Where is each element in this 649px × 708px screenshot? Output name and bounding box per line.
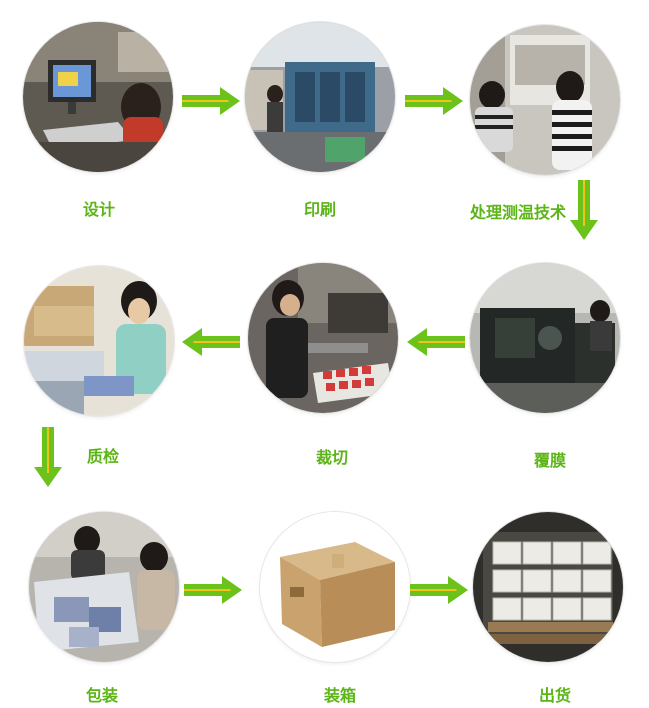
- laminating-photo: [470, 263, 620, 413]
- quality-inspection-photo: [24, 266, 174, 416]
- left-arrow-icon: [180, 327, 240, 357]
- step-label: 覆膜: [533, 451, 566, 470]
- down-arrow-icon: [569, 180, 599, 242]
- printing-photo: [245, 22, 395, 172]
- right-arrow-icon: [409, 575, 471, 605]
- boxing-photo: [260, 512, 410, 662]
- design-photo: [23, 22, 173, 172]
- cutting-photo: [248, 263, 398, 413]
- step-label: 处理测温技术: [469, 203, 566, 222]
- step-label: 设计: [82, 200, 115, 219]
- step-label: 质检: [86, 447, 119, 466]
- step-label: 裁切: [315, 448, 348, 467]
- step-label: 印刷: [303, 200, 336, 219]
- packaging-photo: [29, 512, 179, 662]
- step-label: 装箱: [323, 686, 356, 705]
- left-arrow-icon: [404, 327, 466, 357]
- right-arrow-icon: [183, 575, 245, 605]
- shipping-photo: [473, 512, 623, 662]
- right-arrow-icon: [405, 86, 465, 116]
- step-label: 出货: [538, 686, 571, 705]
- step-label: 包装: [85, 686, 118, 705]
- right-arrow-icon: [182, 86, 242, 116]
- down-arrow-icon: [33, 424, 63, 492]
- temperature-processing-photo: [470, 25, 620, 175]
